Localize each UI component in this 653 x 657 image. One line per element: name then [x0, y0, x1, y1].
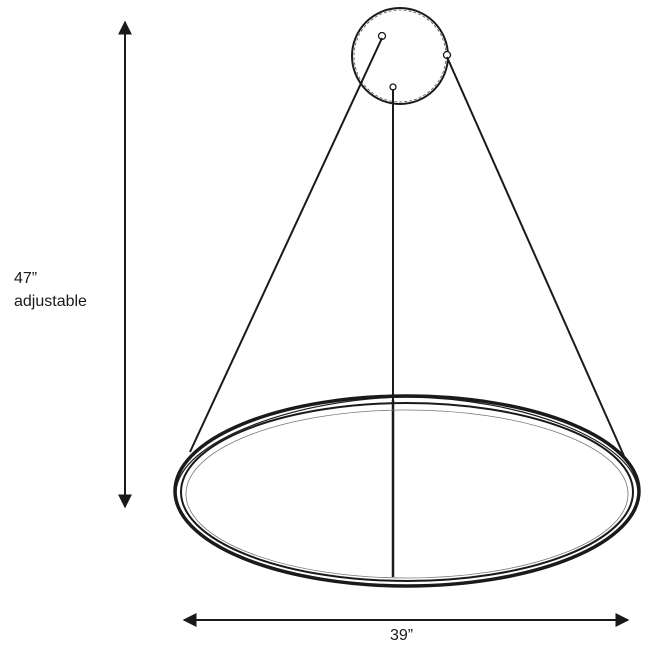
- cable-left: [189, 37, 383, 453]
- height-dimension-note: adjustable: [14, 293, 87, 310]
- ring-fixture: [173, 394, 641, 588]
- ceiling-canopy: [351, 7, 452, 105]
- height-dimension-value: 47”: [14, 270, 38, 287]
- cable-right: [446, 56, 625, 457]
- suspension-cables: [189, 37, 625, 577]
- width-dimension-value: 39”: [390, 627, 414, 644]
